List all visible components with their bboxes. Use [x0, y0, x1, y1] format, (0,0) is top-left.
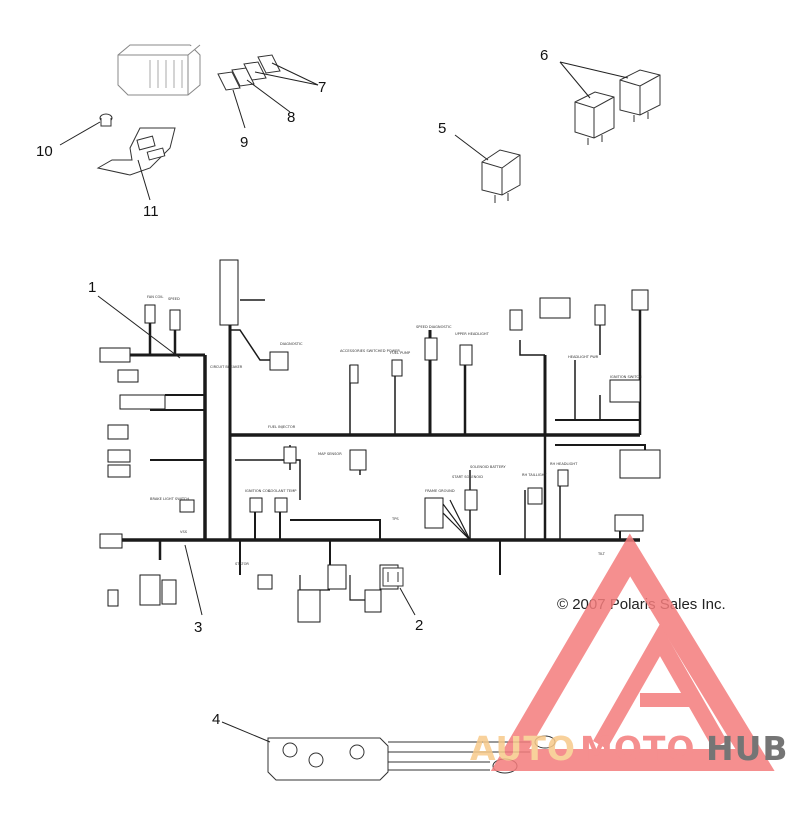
- label-tps: TPS: [391, 517, 399, 521]
- label-headlight-pwr: HEADLIGHT PWR: [568, 355, 599, 359]
- copyright-text: © 2007 Polaris Sales Inc.: [557, 596, 726, 613]
- harness-labels: FAN COIL SPEED SPEED DIAGNOSTIC UPPER HE…: [147, 295, 642, 566]
- label-map-sensor: MAP SENSOR: [318, 452, 342, 456]
- label-accessory-power: ACCESSORIES SWITCHED POWER: [340, 349, 400, 353]
- label-circuit-breaker: CIRCUIT BREAKER: [210, 365, 243, 369]
- label-solenoid-battery: SOLENOID BATTERY: [470, 465, 506, 469]
- label-upper-headlight: UPPER HEADLIGHT: [455, 332, 490, 336]
- callout-4: 4: [212, 711, 220, 728]
- label-rh-taillight: RH TAILLIGHT: [522, 473, 547, 477]
- label-tilt: TILT: [597, 552, 606, 556]
- leader-lines-1-2-3: [97, 295, 416, 616]
- label-stator: STATOR: [235, 562, 249, 566]
- label-rh-headlight: RH HEADLIGHT: [550, 462, 578, 466]
- leader-lines-10-11: [59, 121, 151, 201]
- callout-9: 9: [240, 134, 248, 151]
- callout-7: 7: [318, 79, 326, 96]
- callout-10: 10: [36, 143, 53, 160]
- connector-part: [382, 567, 404, 587]
- label-coolant-temp: COOLANT TEMP: [268, 489, 297, 493]
- callout-8: 8: [287, 109, 295, 126]
- main-wiring-harness: [105, 280, 646, 601]
- label-vss: VSS: [180, 530, 188, 534]
- callout-5: 5: [438, 120, 446, 137]
- label-speed: SPEED: [168, 297, 180, 301]
- watermark-moto: MOTO: [580, 729, 695, 768]
- label-frame-ground: FRAME GROUND: [425, 489, 455, 493]
- fuse-box-part: [117, 44, 201, 96]
- label-fuel-injector: FUEL INJECTOR: [268, 425, 296, 429]
- leader-line-4: [221, 721, 271, 743]
- label-ignition-coil: IGNITION COIL: [245, 489, 271, 493]
- bracket-part: [96, 113, 176, 176]
- ground-strap-part: [267, 735, 556, 781]
- leader-lines-5-6: [454, 61, 629, 161]
- fuse-set-part: [217, 54, 281, 91]
- callout-numbers: 1 2 3 4 5 6 7 8 9 10 11: [36, 47, 548, 728]
- callout-1: 1: [88, 279, 96, 296]
- label-ignition-switch: IGNITION SWITCH: [610, 375, 642, 379]
- label-fan-coil: FAN COIL: [147, 295, 163, 299]
- label-brake-light: BRAKE LIGHT SWITCH: [150, 497, 189, 501]
- automotohub-watermark-logo: AUTO MOTO HUB: [470, 533, 789, 771]
- label-diagnostic: DIAGNOSTIC: [280, 342, 303, 346]
- callout-3: 3: [194, 619, 202, 636]
- watermark-auto: AUTO: [470, 729, 576, 768]
- harness-connectors: [99, 259, 661, 623]
- leader-lines-7-8-9: [232, 62, 319, 129]
- callout-2: 2: [415, 617, 423, 634]
- label-start-solenoid: START SOLENOID: [452, 475, 483, 479]
- watermark-hub: HUB: [706, 729, 789, 768]
- label-speed-diagnostic: SPEED DIAGNOSTIC: [416, 325, 452, 329]
- callout-11: 11: [143, 203, 159, 220]
- label-fuel-pump: FUEL PUMP: [390, 351, 411, 355]
- relay-parts: [481, 69, 661, 203]
- callout-6: 6: [540, 47, 548, 64]
